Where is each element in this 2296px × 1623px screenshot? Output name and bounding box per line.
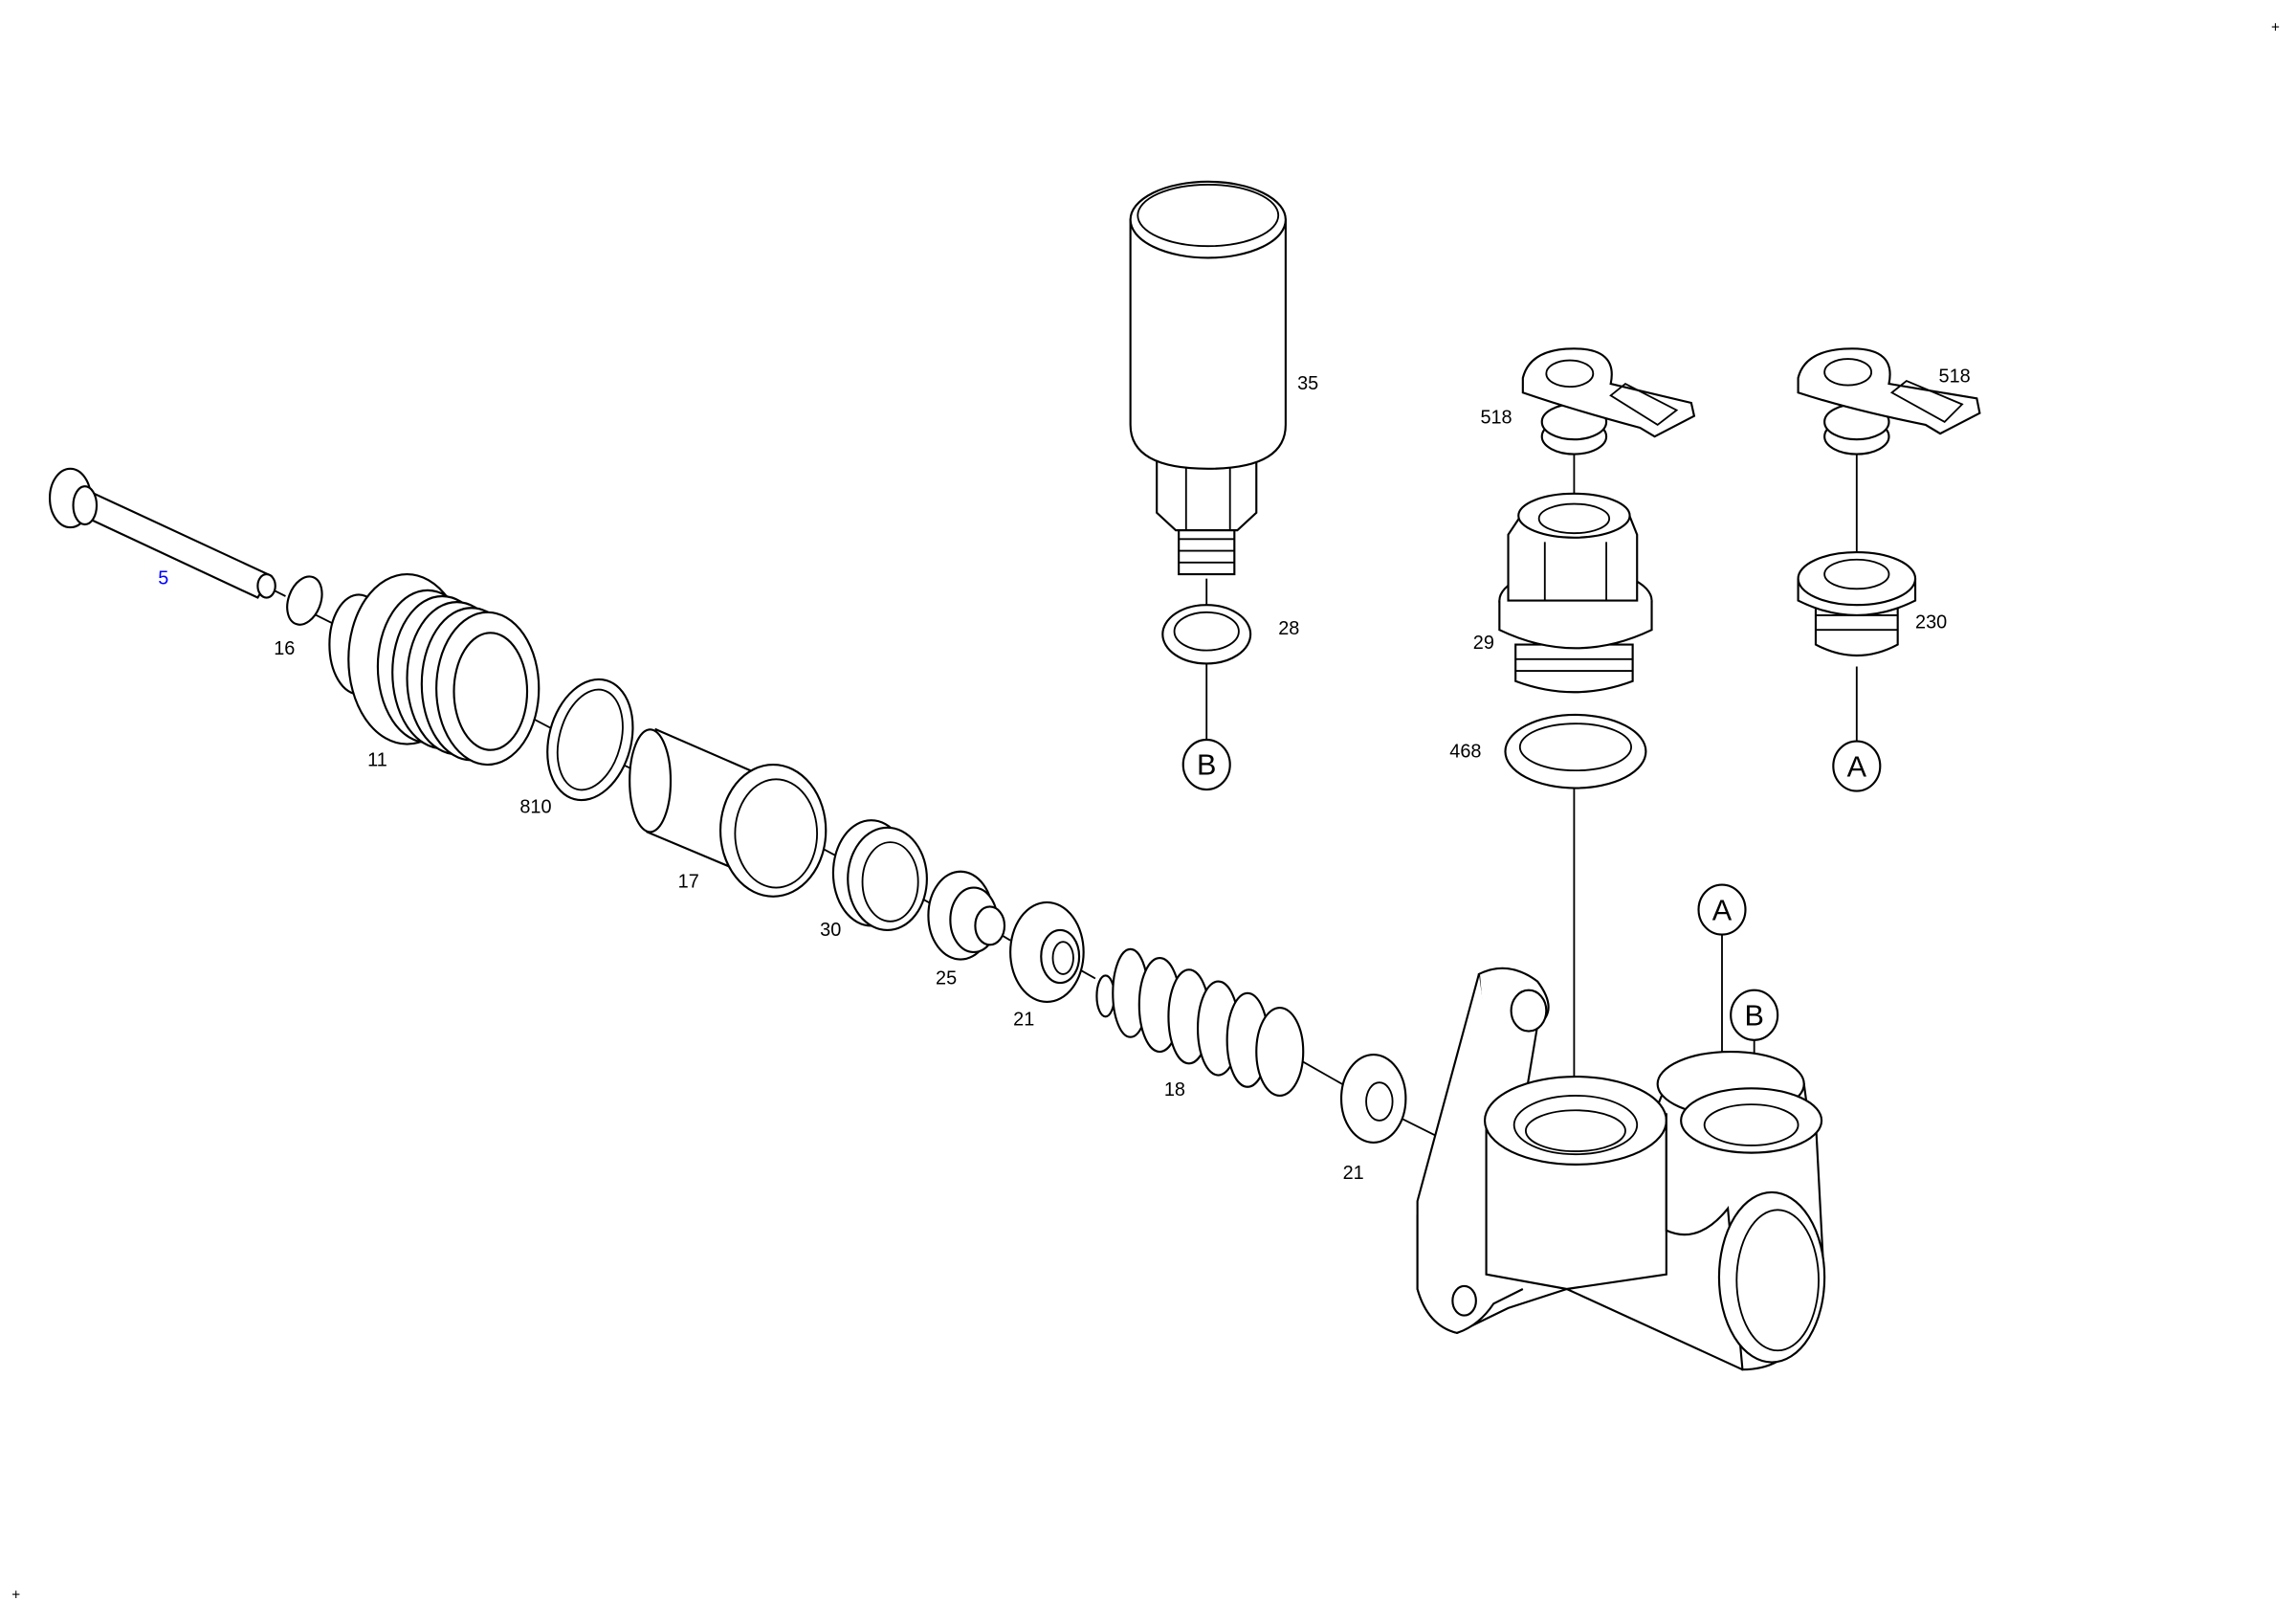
callout-16[interactable]: 16	[274, 638, 295, 659]
callout-810[interactable]: 810	[519, 797, 551, 818]
callout-518[interactable]: 518	[1480, 407, 1512, 428]
sleeve-part[interactable]	[629, 727, 828, 898]
callout-11[interactable]: 11	[367, 750, 387, 771]
pin-part[interactable]	[48, 467, 276, 599]
seal-ring-468-part[interactable]	[1504, 713, 1647, 789]
valve-part[interactable]	[927, 870, 1006, 961]
callout-518-second[interactable]: 518	[1939, 367, 1971, 388]
o-ring-part[interactable]	[281, 571, 328, 629]
ref-b-label: B	[1197, 749, 1216, 782]
washer-part-2[interactable]	[1339, 1054, 1407, 1144]
ref-marker-a-housing[interactable]: A	[1697, 883, 1747, 936]
seal-ring-28-part[interactable]	[1161, 604, 1252, 665]
callout-18[interactable]: 18	[1164, 1079, 1185, 1101]
callout-230[interactable]: 230	[1915, 612, 1947, 634]
ref-marker-a-top[interactable]: A	[1832, 740, 1882, 792]
cap-518-part-2[interactable]	[1797, 347, 1981, 456]
callout-25[interactable]: 25	[936, 968, 957, 989]
corner-mark-bottom-left: +	[11, 1587, 20, 1603]
ref-marker-b-top[interactable]: B	[1181, 738, 1231, 791]
cup-part[interactable]	[831, 819, 928, 932]
callout-29[interactable]: 29	[1473, 633, 1494, 654]
ref-a-label: A	[1847, 750, 1867, 783]
callout-468[interactable]: 468	[1449, 741, 1481, 762]
callout-5-link[interactable]: 5	[158, 568, 168, 589]
plug-part[interactable]	[1797, 551, 1917, 657]
callout-21-second[interactable]: 21	[1343, 1163, 1364, 1184]
threaded-nut-part[interactable]	[328, 572, 541, 767]
washer-part[interactable]	[1009, 900, 1085, 1004]
callout-21[interactable]: 21	[1013, 1009, 1034, 1030]
spring-part[interactable]	[1095, 947, 1305, 1098]
ref-marker-b-housing[interactable]: B	[1730, 989, 1779, 1041]
callout-28[interactable]: 28	[1278, 618, 1299, 639]
ref-a-label: A	[1712, 894, 1733, 926]
filter-part[interactable]	[1129, 180, 1287, 576]
pump-housing-part[interactable]	[1416, 967, 1826, 1371]
fitting-part[interactable]	[1498, 492, 1653, 694]
cap-518-part[interactable]	[1521, 347, 1696, 456]
callout-30[interactable]: 30	[820, 920, 841, 941]
callout-17[interactable]: 17	[678, 872, 699, 893]
seal-ring-part[interactable]	[535, 670, 646, 810]
corner-mark-top-right: +	[2271, 20, 2280, 36]
ref-b-label: B	[1744, 999, 1763, 1032]
callout-35[interactable]: 35	[1297, 373, 1318, 394]
